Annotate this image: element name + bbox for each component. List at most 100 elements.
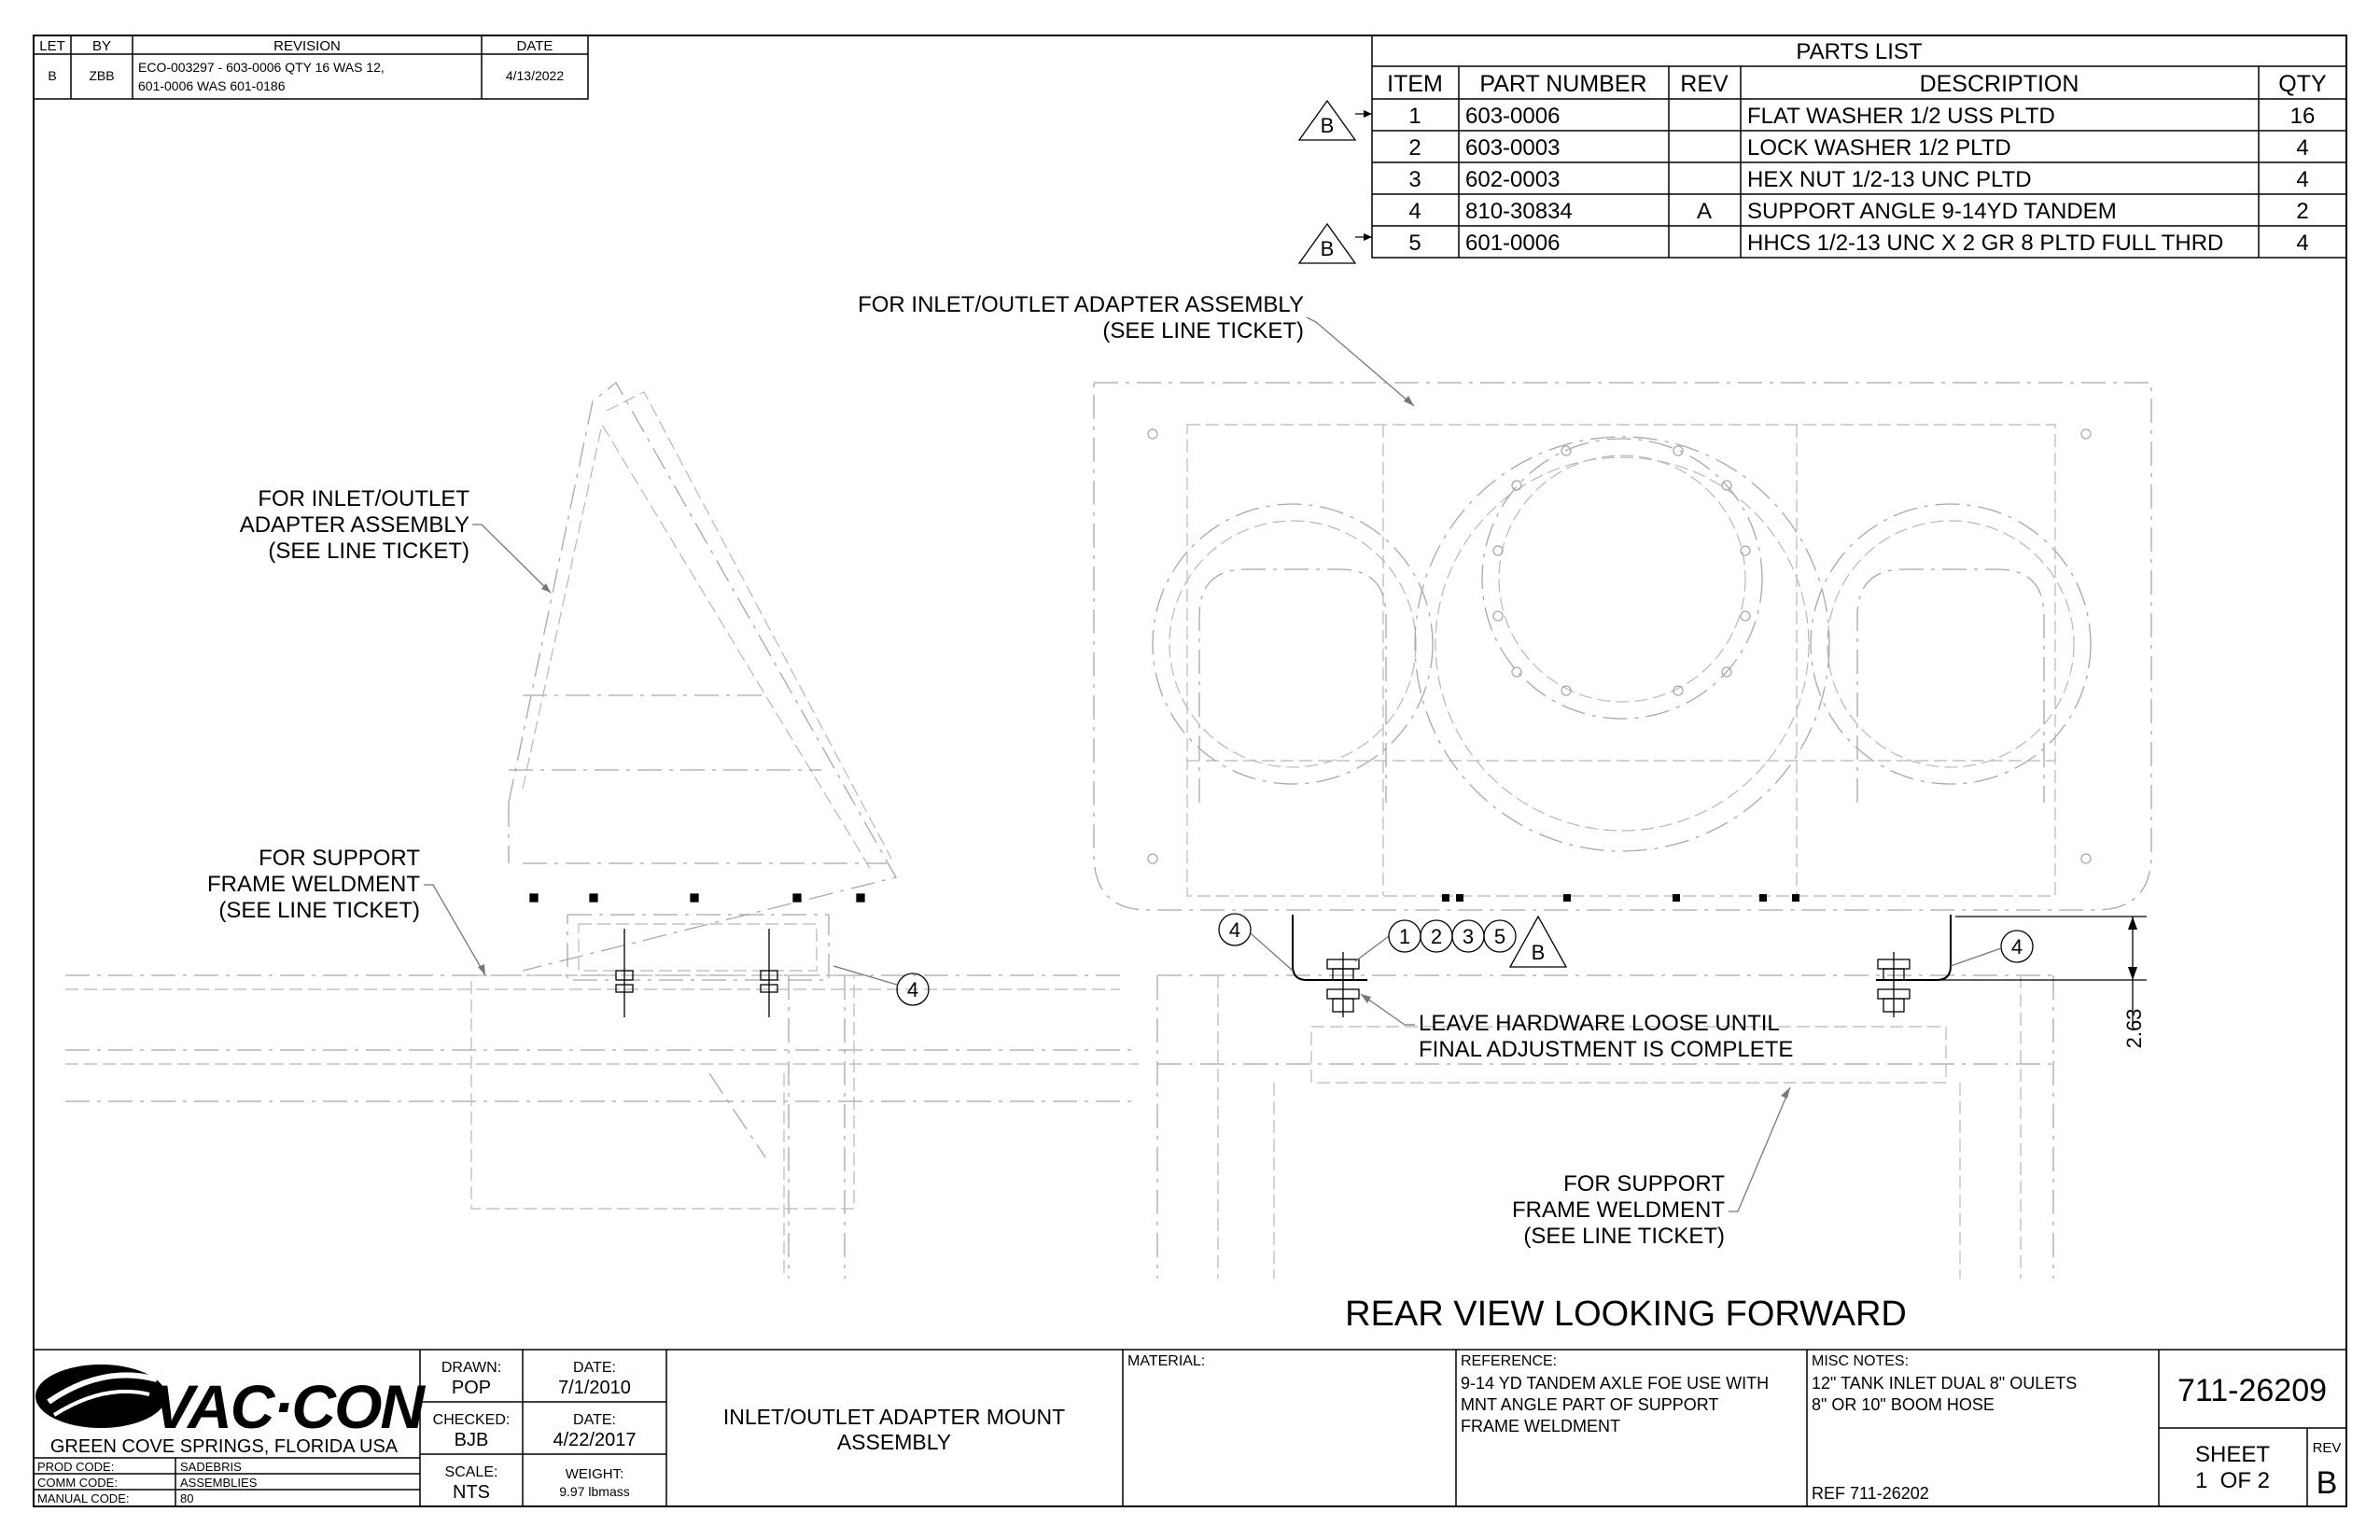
parts-row: 4 810-30834 A SUPPORT ANGLE 9-14YD TANDE… <box>1408 199 2308 224</box>
note-inlet-outlet-left: FOR INLET/OUTLET ADAPTER ASSEMBLY (SEE L… <box>240 486 552 594</box>
note-line: (SEE LINE TICKET) <box>1102 318 1304 343</box>
parts-row-qty: 4 <box>2296 231 2308 256</box>
parts-row-part-number: 810-30834 <box>1465 199 1573 224</box>
parts-row-rev: A <box>1697 199 1712 224</box>
dimension-value: 2.63 <box>2122 1009 2146 1049</box>
checked-label: CHECKED: <box>433 1412 511 1428</box>
drawn-date-label: DATE: <box>573 1360 616 1376</box>
drawn-by: POP <box>452 1378 491 1398</box>
note-line: FOR INLET/OUTLET ADAPTER ASSEMBLY <box>858 292 1304 317</box>
drawn-label: DRAWN: <box>441 1360 501 1376</box>
note-line: ADAPTER ASSEMBLY <box>240 512 469 538</box>
weight-label: WEIGHT: <box>566 1466 624 1482</box>
manual-code-label: MANUAL CODE: <box>37 1491 129 1505</box>
balloon-label: 3 <box>1463 925 1474 948</box>
drawing-title-line1: INLET/OUTLET ADAPTER MOUNT <box>723 1405 1065 1429</box>
misc-note-line: 8" OR 10" BOOM HOSE <box>1812 1395 1995 1414</box>
revision-text-line2: 601-0006 WAS 601-0186 <box>138 78 286 93</box>
balloon-item: 4 <box>833 965 930 1006</box>
rev-label: REV <box>2313 1440 2342 1456</box>
parts-row-qty: 16 <box>2290 104 2316 129</box>
revision-header-by: BY <box>92 38 111 54</box>
weight-value: 9.97 lbmass <box>559 1484 629 1499</box>
parts-header-item: ITEM <box>1387 71 1443 97</box>
revision-header-revision: REVISION <box>273 38 341 54</box>
comm-code: ASSEMBLIES <box>180 1476 258 1490</box>
balloon-item: 4 <box>1218 913 1294 972</box>
reference-line: FRAME WELDMENT <box>1461 1417 1620 1435</box>
balloon-label: 5 <box>1494 925 1505 948</box>
rear-view-geometry <box>1093 382 2152 1279</box>
balloon-label: 4 <box>907 978 918 1001</box>
misc-ref: REF 711-26202 <box>1812 1484 1929 1503</box>
company-name: VAC·CON <box>153 1372 426 1441</box>
revision-flag-letter: B <box>1321 237 1335 260</box>
revision-date: 4/13/2022 <box>506 68 564 83</box>
reference-line: 9-14 YD TANDEM AXLE FOE USE WITH <box>1461 1374 1769 1393</box>
parts-row-item: 1 <box>1408 104 1421 129</box>
note-line: (SEE LINE TICKET) <box>268 539 469 564</box>
note-hardware: LEAVE HARDWARE LOOSE UNTIL FINAL ADJUSTM… <box>1360 993 1793 1062</box>
parts-row: 5 601-0006 HHCS 1/2-13 UNC X 2 GR 8 PLTD… <box>1408 231 2308 256</box>
note-line: (SEE LINE TICKET) <box>218 898 420 923</box>
balloon-label: 2 <box>1431 925 1442 948</box>
revision-header-date: DATE <box>517 38 553 54</box>
parts-row-qty: 4 <box>2296 167 2308 192</box>
scale-value: NTS <box>453 1482 490 1503</box>
parts-row: 3 602-0003 HEX NUT 1/2-13 UNC PLTD 4 <box>1408 167 2308 192</box>
reference-label: REFERENCE: <box>1461 1353 1557 1369</box>
misc-notes-label: MISC NOTES: <box>1812 1353 1909 1369</box>
parts-row-item: 4 <box>1408 199 1421 224</box>
revision-block: LET BY REVISION DATE B ZBB ECO-003297 - … <box>33 35 589 100</box>
checked-date: 4/22/2017 <box>553 1430 637 1450</box>
parts-row-item: 3 <box>1408 167 1421 192</box>
revision-flag: B <box>1297 222 1372 264</box>
prod-code-label: PROD CODE: <box>37 1460 114 1474</box>
note-line: FOR SUPPORT <box>259 846 420 871</box>
note-line: FRAME WELDMENT <box>1512 1197 1725 1223</box>
revision-text-line1: ECO-003297 - 603-0006 QTY 16 WAS 12, <box>138 60 385 75</box>
parts-row-item: 2 <box>1408 135 1421 161</box>
sheet-label: SHEET <box>2195 1442 2270 1467</box>
company-location: GREEN COVE SPRINGS, FLORIDA USA <box>50 1436 399 1457</box>
drawing-number: 711-26209 <box>2177 1373 2327 1408</box>
drawing-border <box>33 35 2347 1507</box>
reference-line: MNT ANGLE PART OF SUPPORT <box>1461 1395 1718 1414</box>
parts-row-qty: 2 <box>2296 199 2308 224</box>
revision-flag: B <box>1297 99 1372 141</box>
parts-row-description: SUPPORT ANGLE 9-14YD TANDEM <box>1747 199 2117 224</box>
dimension-2-63: 2.63 <box>1923 916 2147 1049</box>
parts-row-description: FLAT WASHER 1/2 USS PLTD <box>1747 104 2055 129</box>
balloon-item: 4 <box>1950 930 2034 967</box>
title-block: VAC·CON GREEN COVE SPRINGS, FLORIDA USA … <box>34 1349 2346 1506</box>
drawing-title-line2: ASSEMBLY <box>837 1430 951 1454</box>
revision-flag-letter: B <box>1321 114 1335 137</box>
note-line: FOR SUPPORT <box>1563 1171 1725 1197</box>
revision-header-let: LET <box>39 38 65 54</box>
comm-code-label: COMM CODE: <box>37 1476 118 1490</box>
view-title: REAR VIEW LOOKING FORWARD <box>1345 1295 1907 1334</box>
parts-header-qty: QTY <box>2278 71 2327 97</box>
parts-header-part-number: PART NUMBER <box>1479 71 1646 97</box>
balloon-rev-flag: B <box>1532 941 1546 964</box>
parts-list: PARTS LIST ITEM PART NUMBER REV DESCRIPT… <box>1297 35 2347 264</box>
note-line: FINAL ADJUSTMENT IS COMPLETE <box>1419 1037 1793 1062</box>
balloon-group: 1 2 3 5 B <box>1354 915 1568 968</box>
parts-row: 2 603-0003 LOCK WASHER 1/2 PLTD 4 <box>1408 135 2308 161</box>
vac-con-logo: VAC·CON <box>35 1365 427 1441</box>
misc-note-line: 12" TANK INLET DUAL 8" OULETS <box>1812 1374 2077 1393</box>
note-line: (SEE LINE TICKET) <box>1523 1224 1725 1249</box>
note-inlet-outlet-right: FOR INLET/OUTLET ADAPTER ASSEMBLY (SEE L… <box>858 292 1415 407</box>
note-support-frame-right: FOR SUPPORT FRAME WELDMENT (SEE LINE TIC… <box>1512 1086 1791 1249</box>
balloon-label: 4 <box>1229 918 1240 942</box>
parts-row-item: 5 <box>1408 231 1421 256</box>
parts-row-qty: 4 <box>2296 135 2308 161</box>
note-line: FOR INLET/OUTLET <box>258 486 469 511</box>
manual-code: 80 <box>180 1491 193 1505</box>
revision-let: B <box>48 68 56 83</box>
balloon-label: 4 <box>2011 935 2023 959</box>
parts-row-part-number: 602-0003 <box>1465 167 1560 192</box>
parts-row-description: HHCS 1/2-13 UNC X 2 GR 8 PLTD FULL THRD <box>1747 231 2223 256</box>
material-label: MATERIAL: <box>1127 1353 1205 1369</box>
